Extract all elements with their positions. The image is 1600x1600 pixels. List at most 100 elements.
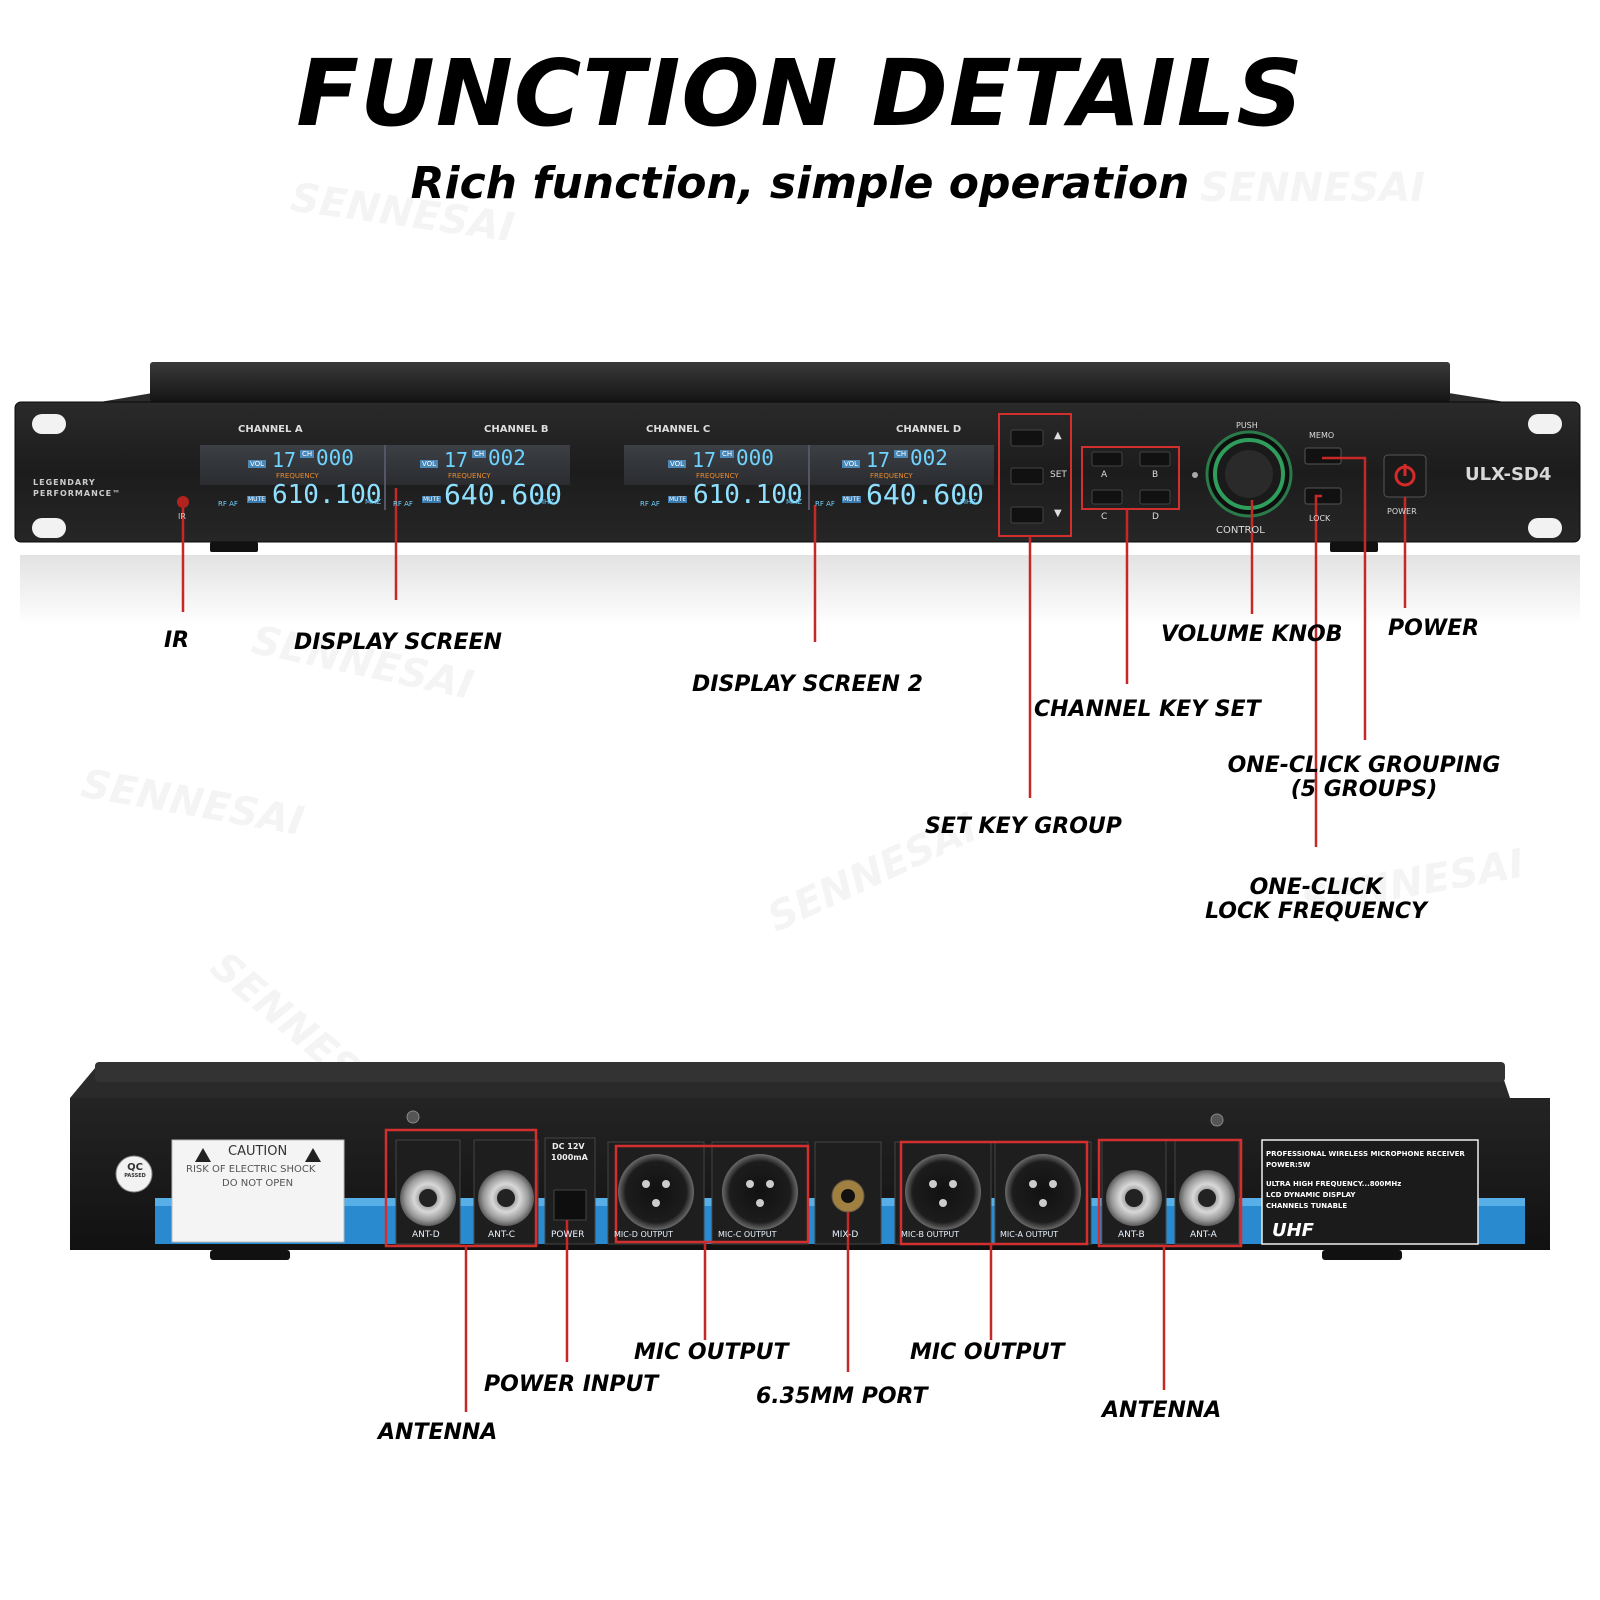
set-key-label[interactable]: SET — [1050, 470, 1067, 480]
callout-volume-knob: VOLUME KNOB — [1161, 622, 1343, 647]
caution-text: RISK OF ELECTRIC SHOCK — [186, 1164, 316, 1175]
vol-value: 17 — [692, 448, 717, 472]
info-text: POWER:5W — [1266, 1161, 1311, 1169]
frequency-tag: FREQUENCY — [870, 472, 913, 480]
channel-key-b[interactable]: B — [1152, 470, 1159, 480]
rf-af-label: RF AF — [815, 500, 835, 508]
ch-tag: CH — [300, 450, 315, 458]
channel-key-set-box — [1081, 446, 1180, 510]
frequency-value: 610.100 — [693, 480, 803, 510]
front-callout-lines — [181, 456, 1407, 847]
channel-c-label: CHANNEL C — [646, 424, 711, 435]
brand-line: LEGENDARY — [33, 478, 96, 487]
chassis-top-surface — [150, 362, 1450, 402]
brand-line: PERFORMANCE™ — [33, 489, 122, 498]
port-label-ant-c: ANT-C — [488, 1230, 516, 1240]
ir-label: IR — [178, 512, 186, 521]
ch-tag: CH — [894, 450, 909, 458]
callout-ir: IR — [164, 628, 190, 653]
unit-label: MHZ — [538, 498, 555, 506]
ch-value: 000 — [316, 446, 354, 470]
qc-label: QC PASSED — [124, 1162, 146, 1180]
channel-d-label: CHANNEL D — [896, 424, 962, 435]
watermark: SENNESAI — [1200, 165, 1425, 211]
channel-key-a[interactable]: A — [1101, 470, 1108, 480]
page-subtitle: Rich function, simple operation — [410, 158, 1190, 209]
up-arrow-icon[interactable]: ▲ — [1054, 430, 1062, 441]
down-arrow-icon[interactable]: ▼ — [1054, 508, 1062, 519]
rear-panel — [70, 1062, 1550, 1412]
power-spec: DC 12V — [552, 1142, 585, 1151]
vol-tag: VOL — [248, 460, 267, 468]
callout-channel-key-set: CHANNEL KEY SET — [1034, 697, 1261, 722]
mute-tag: MUTE — [842, 496, 862, 503]
rear-callout-lines — [464, 1212, 1166, 1412]
callout-mic-output-right: MIC OUTPUT — [910, 1340, 1065, 1365]
frequency-value: 610.100 — [272, 480, 382, 510]
mute-tag: MUTE — [247, 496, 267, 503]
callout-635mm-port: 6.35MM PORT — [756, 1384, 928, 1409]
frequency-value: 640.600 — [866, 478, 985, 511]
ch-value: 000 — [736, 446, 774, 470]
power-spec: 1000mA — [551, 1153, 588, 1162]
channel-b-label: CHANNEL B — [484, 424, 549, 435]
callout-display-screen: DISPLAY SCREEN — [294, 630, 502, 655]
port-label-mix-d: MIX-D — [832, 1230, 859, 1240]
mic-output-left-box — [614, 1144, 810, 1244]
port-label-power: POWER — [551, 1230, 585, 1240]
port-label-ant-a: ANT-A — [1190, 1230, 1217, 1240]
callout-antenna-left: ANTENNA — [378, 1420, 498, 1445]
caution-title: CAUTION — [228, 1144, 288, 1159]
frequency-tag: FREQUENCY — [276, 472, 319, 480]
knob-control-label: CONTROL — [1216, 525, 1265, 536]
knob-push-label: PUSH — [1236, 421, 1258, 430]
memo-label: MEMO — [1309, 431, 1335, 440]
xlr-connector — [618, 1154, 694, 1230]
ir-sensor-led — [177, 496, 189, 508]
xlr-connector — [1005, 1154, 1081, 1230]
callout-one-click-lock: ONE-CLICK LOCK FREQUENCY — [1205, 875, 1427, 924]
port-label-mic-b: MIC-B OUTPUT — [901, 1230, 960, 1239]
antenna-left-box — [384, 1128, 538, 1248]
callout-antenna-right: ANTENNA — [1102, 1398, 1222, 1423]
channel-key-c[interactable]: C — [1101, 512, 1108, 522]
vol-tag: VOL — [420, 460, 439, 468]
mic-output-right-box — [899, 1140, 1089, 1246]
frequency-value: 640.600 — [444, 478, 563, 511]
mute-tag: MUTE — [668, 496, 688, 503]
port-label-mic-d: MIC-D OUTPUT — [614, 1230, 674, 1239]
port-label-ant-b: ANT-B — [1118, 1230, 1145, 1240]
page-title: FUNCTION DETAILS — [296, 40, 1304, 147]
vol-tag: VOL — [668, 460, 687, 468]
channel-key-d[interactable]: D — [1152, 512, 1159, 522]
front-panel — [14, 362, 1581, 847]
uhf-label: UHF — [1272, 1220, 1314, 1241]
ch-tag: CH — [720, 450, 735, 458]
mute-tag: MUTE — [422, 496, 442, 503]
callout-mic-output-left: MIC OUTPUT — [634, 1340, 789, 1365]
vol-value: 17 — [444, 448, 469, 472]
port-label-mic-a: MIC-A OUTPUT — [1000, 1230, 1059, 1239]
info-text: PROFESSIONAL WIRELESS MICROPHONE RECEIVE… — [1266, 1150, 1465, 1158]
vol-value: 17 — [866, 448, 891, 472]
power-label: POWER — [1387, 507, 1417, 516]
xlr-connector — [905, 1154, 981, 1230]
xlr-connector — [722, 1154, 798, 1230]
lock-label: LOCK — [1309, 514, 1331, 523]
info-text: LCD DYNAMIC DISPLAY — [1266, 1191, 1356, 1199]
callout-display-screen-2: DISPLAY SCREEN 2 — [692, 672, 923, 697]
set-key-group-box — [998, 413, 1072, 537]
info-panel — [1261, 1139, 1479, 1245]
info-text: CHANNELS TUNABLE — [1266, 1202, 1348, 1210]
antenna-right-box — [1097, 1138, 1243, 1248]
unit-label: MHZ — [786, 498, 803, 506]
vol-value: 17 — [272, 448, 297, 472]
frequency-tag: FREQUENCY — [696, 472, 739, 480]
ch-tag: CH — [472, 450, 487, 458]
ch-value: 002 — [488, 446, 526, 470]
rf-af-label: RF AF — [393, 500, 413, 508]
unit-label: MHZ — [365, 498, 382, 506]
vol-tag: VOL — [842, 460, 861, 468]
channel-a-label: CHANNEL A — [238, 424, 303, 435]
caution-text: DO NOT OPEN — [222, 1178, 294, 1189]
